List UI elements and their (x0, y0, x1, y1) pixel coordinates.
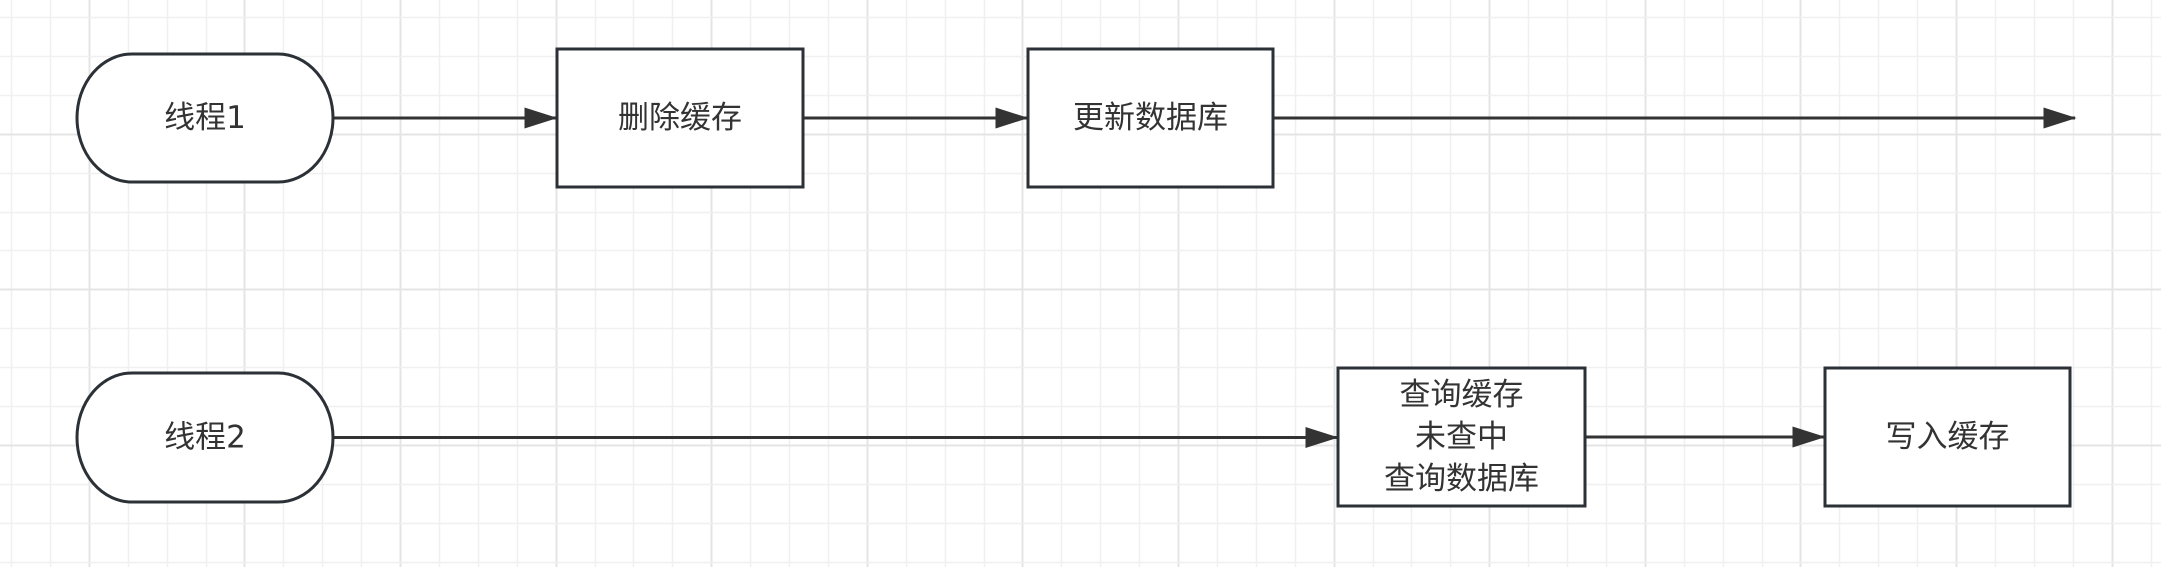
node-label: 线程2 (164, 420, 246, 456)
node-label: 查询缓存 (1400, 377, 1524, 413)
node-label: 查询数据库 (1384, 461, 1539, 497)
edges-layer (334, 107, 2077, 448)
process-node[interactable]: 写入缓存 (1823, 366, 2072, 508)
process-box[interactable] (1336, 366, 1587, 508)
node-label: 线程1 (164, 100, 246, 136)
terminal-shape[interactable] (75, 371, 335, 504)
node-label: 删除缓存 (618, 100, 742, 136)
node-label: 未查中 (1415, 419, 1508, 455)
process-node[interactable]: 更新数据库 (1026, 47, 1275, 189)
terminal-node[interactable]: 线程2 (75, 371, 335, 504)
process-box[interactable] (1823, 366, 2072, 508)
terminal-node[interactable]: 线程1 (75, 52, 335, 184)
terminal-shape[interactable] (75, 52, 335, 184)
node-label: 写入缓存 (1886, 419, 2010, 455)
process-box[interactable] (555, 47, 805, 189)
node-label: 更新数据库 (1073, 100, 1228, 136)
process-node[interactable]: 删除缓存 (555, 47, 805, 189)
process-box[interactable] (1026, 47, 1275, 189)
